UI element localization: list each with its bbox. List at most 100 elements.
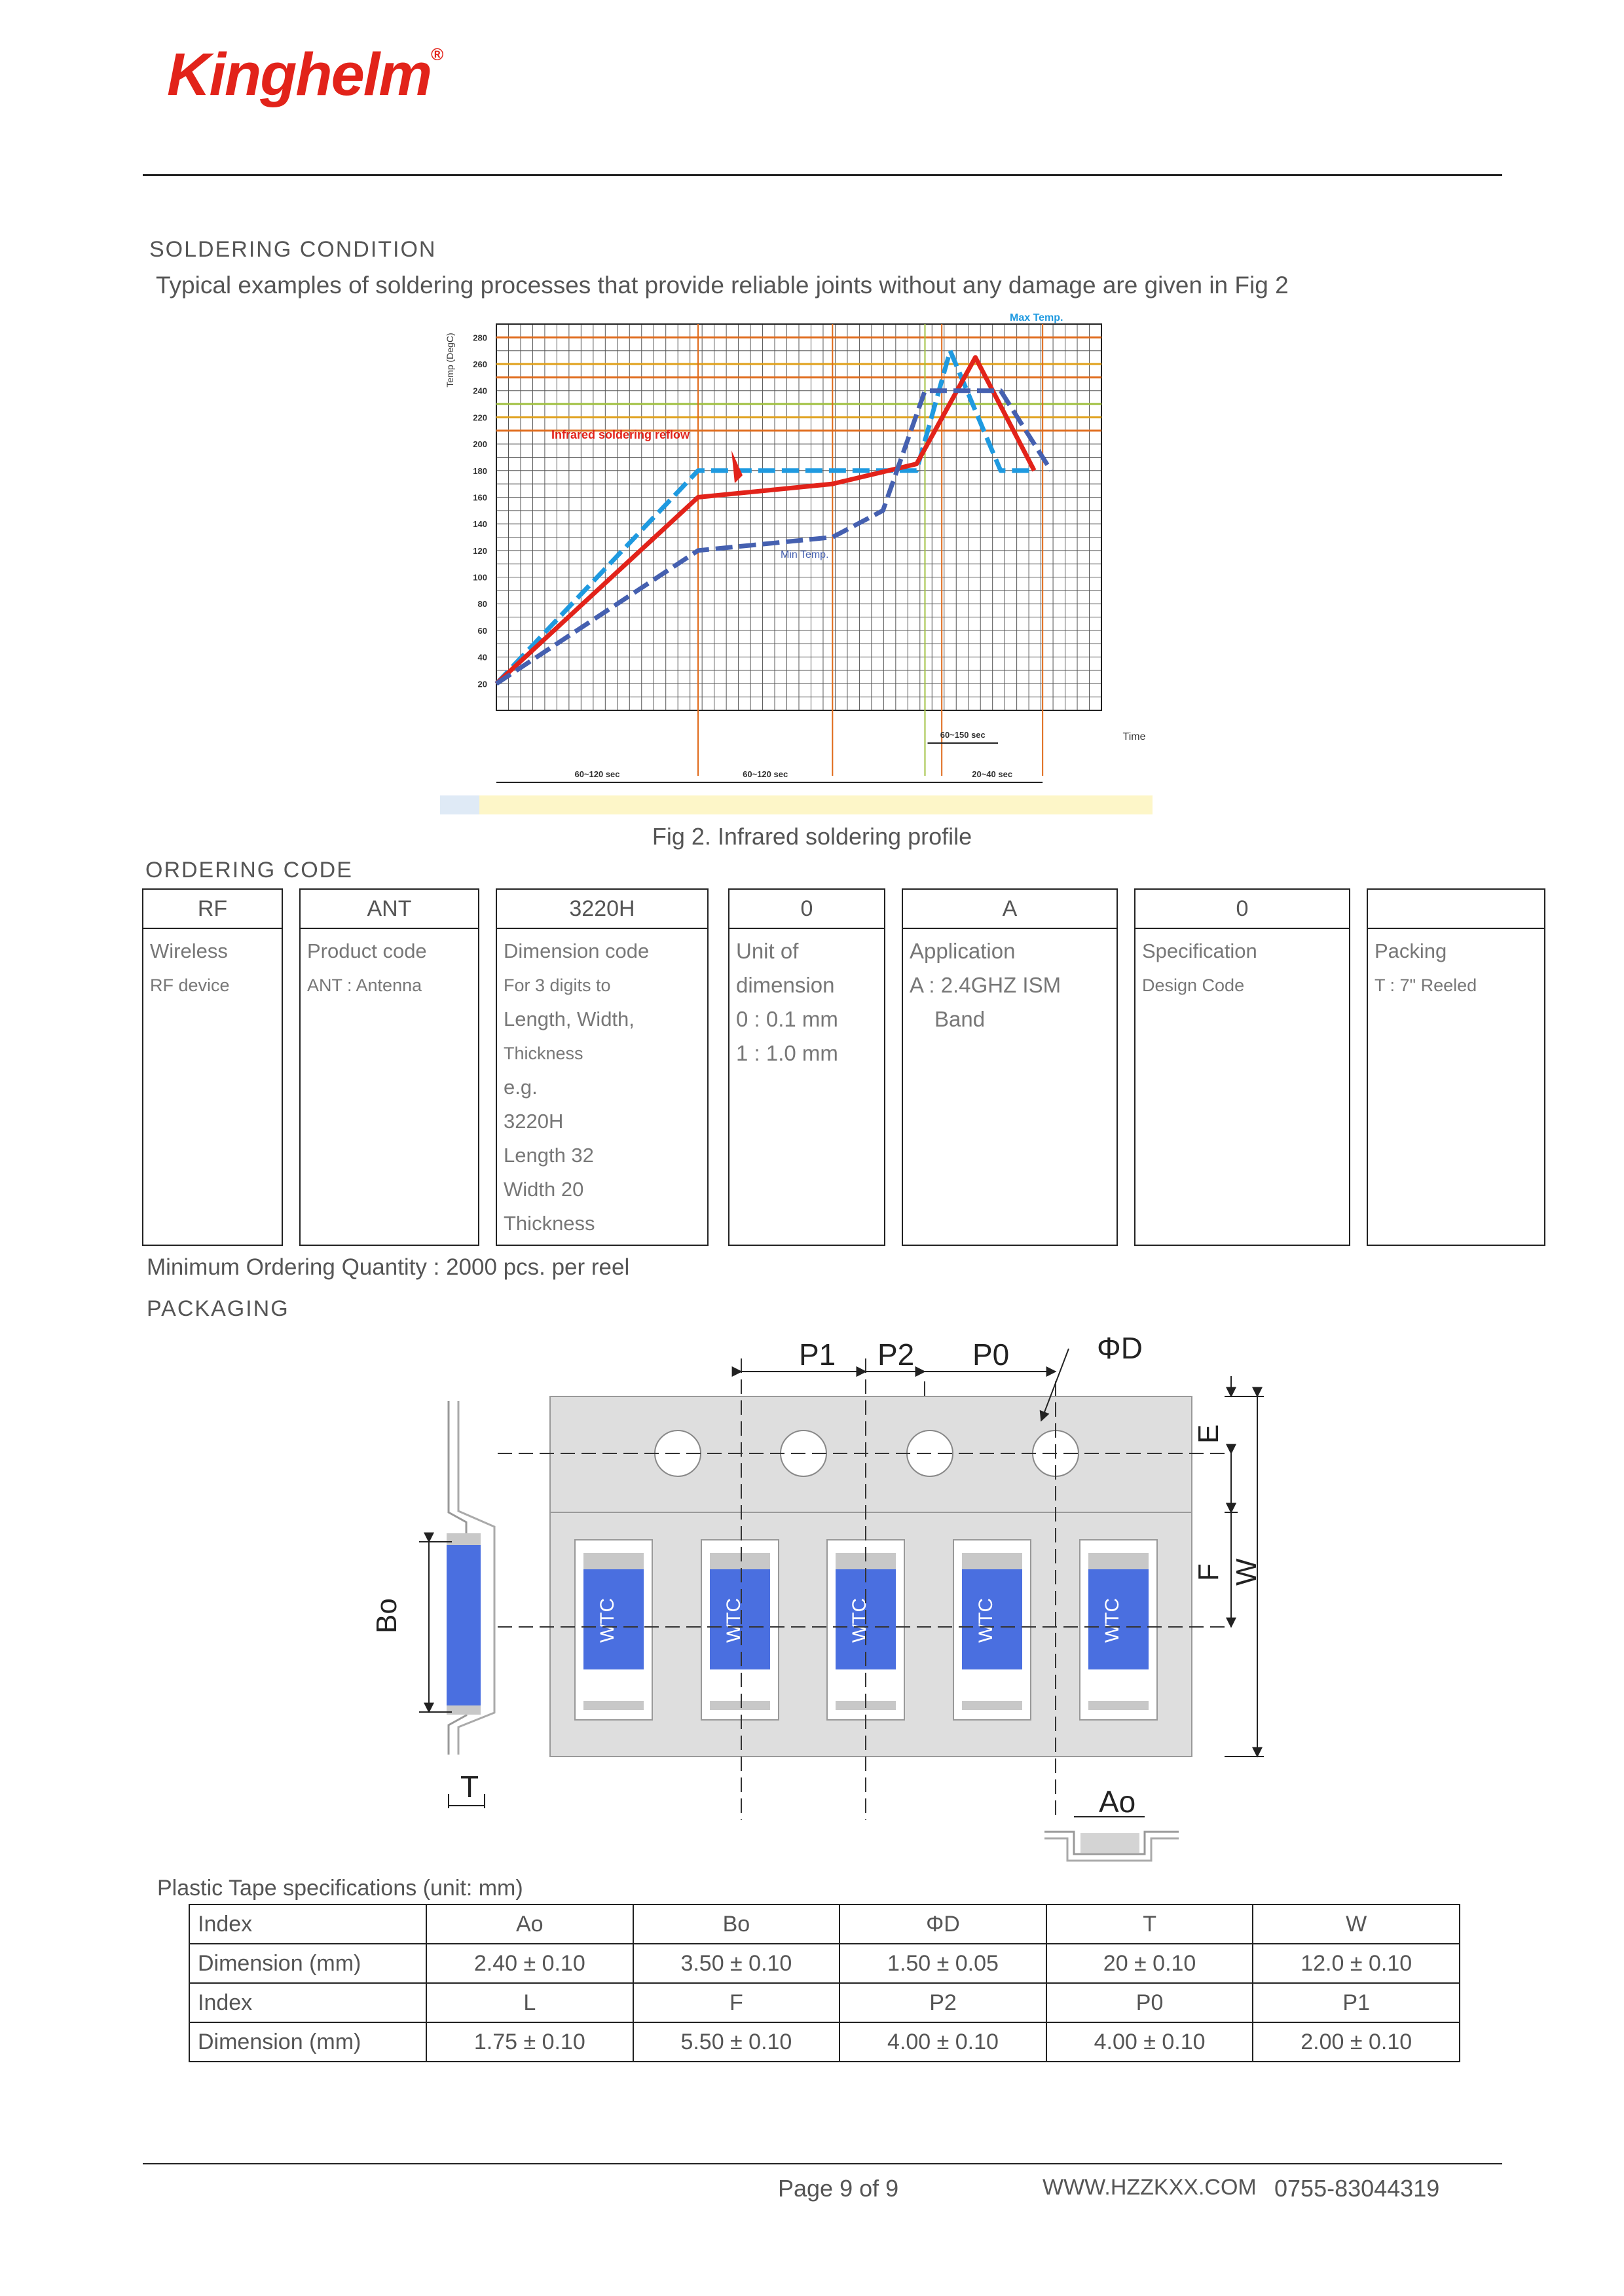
- tape-pocket: WTC: [701, 1539, 779, 1721]
- table-cell: 4.00 ± 0.10: [1045, 2022, 1254, 2062]
- tape-bottom-profile: [1044, 1831, 1179, 1862]
- time-range-label: 60~150 sec: [940, 730, 986, 740]
- ordering-body: Product code ANT : Antenna: [301, 929, 478, 1008]
- table-cell: P1: [1252, 1982, 1460, 2023]
- y-tick-label: 200: [473, 439, 487, 449]
- table-row: Dimension (mm) 1.75 ± 0.10 5.50 ± 0.10 4…: [189, 2022, 1460, 2062]
- tape-pocket: WTC: [826, 1539, 905, 1721]
- table-cell: Index: [189, 1982, 427, 2023]
- page-number: Page 9 of 9: [778, 2175, 899, 2202]
- ordering-line: RF device: [150, 975, 230, 995]
- chart-bottom-band-left: [440, 795, 479, 814]
- registered-mark: ®: [431, 45, 443, 64]
- footer-website[interactable]: WWW.HZZKXX.COM: [1043, 2175, 1257, 2200]
- y-tick-label: 280: [473, 333, 487, 342]
- ordering-line: Length 32: [504, 1144, 594, 1167]
- table-cell: 2.00 ± 0.10: [1252, 2022, 1460, 2062]
- label-ao: Ao: [1099, 1785, 1135, 1819]
- chip-side: [447, 1545, 481, 1705]
- ordering-head: [1368, 890, 1544, 929]
- packaging-diagram: WTC WTC WTC WTC WTC: [371, 1331, 1264, 1862]
- ordering-column-ant: ANT Product code ANT : Antenna: [299, 888, 479, 1246]
- chip-label: WTC: [849, 1598, 870, 1643]
- chip: [1088, 1569, 1149, 1669]
- table-cell: Ao: [426, 1904, 634, 1944]
- center-lines: [498, 1358, 1225, 1820]
- table-row: Index Ao Bo ΦD T W: [189, 1904, 1460, 1944]
- label-w: W: [1230, 1558, 1263, 1586]
- ordering-line: Thickness: [504, 1044, 583, 1063]
- chart-annotation-reflow: Infrared soldering reflow: [551, 428, 690, 441]
- ordering-column-specification: 0 Specification Design Code: [1134, 888, 1350, 1246]
- table-cell: 12.0 ± 0.10: [1252, 1943, 1460, 1984]
- chart-background: [440, 308, 1153, 814]
- table-row: Index L F P2 P0 P1: [189, 1982, 1460, 2023]
- ordering-head: 0: [1135, 890, 1349, 929]
- chip-label: WTC: [1101, 1598, 1123, 1643]
- table-cell: P0: [1045, 1982, 1254, 2023]
- ordering-line: 0 : 0.1 mm: [736, 1007, 838, 1031]
- ordering-body: Wireless RF device: [143, 929, 282, 1008]
- y-tick-label: 160: [473, 492, 487, 502]
- time-range-label: 20~40 sec: [972, 769, 1012, 779]
- chip: [962, 1569, 1022, 1669]
- table-cell: 20 ± 0.10: [1045, 1943, 1254, 1984]
- top-dimension-arrows: [731, 1348, 1069, 1422]
- chart-series: [494, 348, 1053, 686]
- ordering-line: 3220H: [504, 1110, 564, 1133]
- chart-x-label: Time: [1123, 731, 1146, 742]
- chip: [710, 1569, 770, 1669]
- chip-label: WTC: [597, 1598, 618, 1643]
- ordering-line: For 3 digits to: [504, 975, 611, 995]
- ordering-line: Length, Width,: [504, 1008, 635, 1030]
- tape-pocket: WTC: [953, 1539, 1031, 1721]
- ordering-line: Width 20: [504, 1178, 584, 1201]
- chip: [583, 1569, 644, 1669]
- table-cell: L: [426, 1982, 634, 2023]
- label-p0: P0: [972, 1338, 1009, 1372]
- label-e: E: [1192, 1425, 1225, 1444]
- header-divider: [143, 174, 1502, 176]
- ordering-head: 3220H: [497, 890, 707, 929]
- ordering-column-rf: RF Wireless RF device: [142, 888, 283, 1246]
- table-cell: W: [1252, 1904, 1460, 1944]
- ordering-body: Unit of dimension 0 : 0.1 mm 1 : 1.0 mm: [729, 929, 884, 1076]
- table-cell: Index: [189, 1904, 427, 1944]
- chart-arrow-icon: [731, 450, 743, 483]
- table-cell: F: [632, 1982, 841, 2023]
- logo-text: Kinghelm: [167, 41, 432, 108]
- ordering-body: Dimension code For 3 digits to Length, W…: [497, 929, 707, 1246]
- ordering-line: Thickness: [504, 1212, 595, 1235]
- plot-frame: [496, 323, 1102, 711]
- ordering-body: Application A : 2.4GHZ ISM Band: [903, 929, 1116, 1042]
- soldering-intro: Typical examples of soldering processes …: [156, 272, 1289, 299]
- ordering-line: Design Code: [1142, 975, 1245, 995]
- y-tick-label: 180: [473, 466, 487, 476]
- table-cell: 2.40 ± 0.10: [426, 1943, 634, 1984]
- y-tick-label: 60: [478, 626, 487, 636]
- label-phid: ΦD: [1097, 1331, 1143, 1365]
- series-line-0: [494, 348, 1035, 685]
- chart-bottom-band: [440, 795, 1153, 814]
- y-tick-label: 260: [473, 359, 487, 369]
- ordering-moq: Minimum Ordering Quantity : 2000 pcs. pe…: [147, 1254, 630, 1280]
- y-tick-label: 240: [473, 386, 487, 396]
- bo-dimension: [419, 1532, 485, 1808]
- series-line-2: [495, 388, 1053, 686]
- chart-annotation-max-temp: Max Temp.: [1010, 312, 1063, 323]
- time-range-label: 60~120 sec: [574, 769, 619, 779]
- table-cell: ΦD: [839, 1904, 1047, 1944]
- right-dimension-arrows: [1225, 1376, 1264, 1758]
- chart-caption: Fig 2. Infrared soldering profile: [652, 823, 972, 850]
- chart-y-label: Temp (DegC): [445, 333, 455, 387]
- label-t: T: [460, 1770, 479, 1804]
- ordering-line: Dimension code: [504, 939, 650, 962]
- tape-spec-title: Plastic Tape specifications (unit: mm): [157, 1876, 523, 1901]
- ordering-line: A : 2.4GHZ ISM: [910, 973, 1061, 997]
- chip-label: WTC: [975, 1598, 997, 1643]
- tape-pocket: WTC: [1079, 1539, 1158, 1721]
- ordering-line: Wireless: [150, 939, 228, 962]
- ordering-head: RF: [143, 890, 282, 929]
